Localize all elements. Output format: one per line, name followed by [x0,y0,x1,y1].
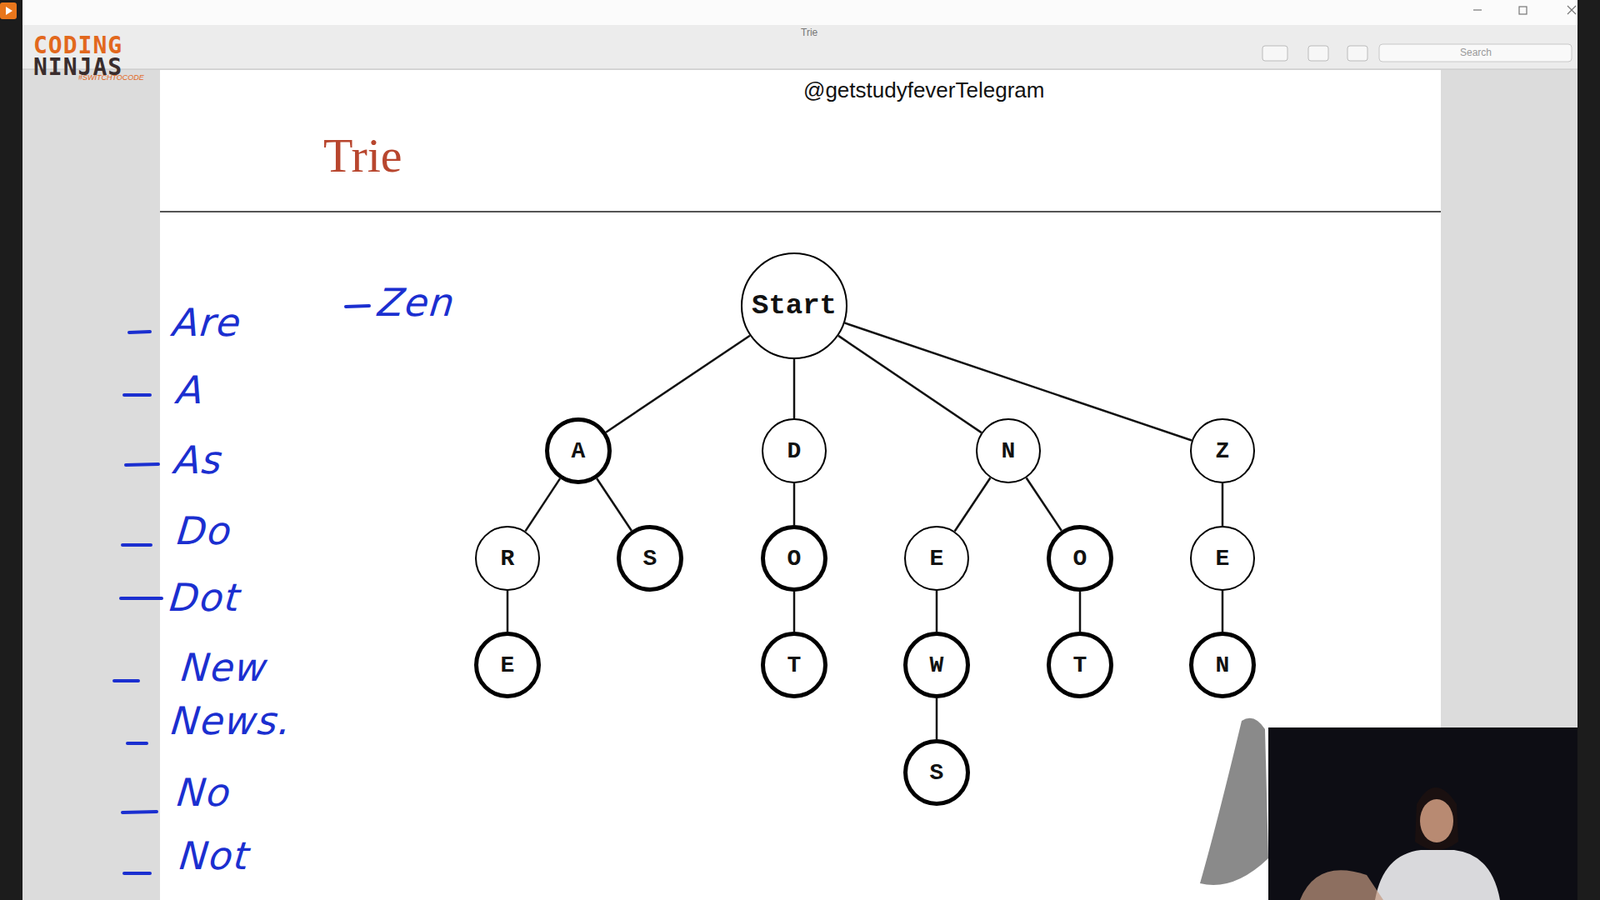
node-letter: D [787,438,802,465]
edge-line [955,477,991,531]
node-letter: A [571,438,586,465]
trie-edge [794,591,795,632]
node-letter: Start [751,290,837,322]
node-letter: N [1001,438,1016,465]
trie-node: E [474,631,541,699]
trie-node: E [1190,525,1255,591]
trie-edge [794,483,795,525]
presenter-video [1268,727,1578,900]
trie-node: Start [740,252,848,360]
trie-node: S [903,739,970,806]
toolbar-button [1347,45,1368,61]
edge-line [506,590,510,632]
trie-edge [1080,591,1081,632]
handwritten-word: Zen [375,281,457,325]
app-icon [0,2,17,20]
toolbar [22,25,1578,70]
edge-line [1079,591,1082,632]
node-letter: O [1073,545,1088,572]
trie-edge [605,335,750,433]
edge-line [793,359,796,419]
label-text: @getstudyfeverTelegram [803,78,1045,103]
trie-node: W [903,631,970,699]
trie-node: R [475,525,540,591]
trie-node: S [616,525,684,592]
edge-line [1221,483,1225,526]
handwritten-dashes [114,305,370,874]
toolbar-button [1262,45,1288,61]
trie-node: N [975,418,1041,484]
trie-edge [936,698,938,740]
trie-node: N [1189,631,1256,699]
edge-line [1221,590,1225,632]
edge-line [935,698,939,740]
app-area [22,25,1578,900]
pen-hand-blur [1200,718,1269,885]
node-letter: E [1215,545,1230,572]
edge-line [793,591,796,632]
node-letter: T [787,652,802,679]
node-letter: W [930,652,945,679]
node-letter: O [787,545,802,572]
trie-node: A [545,417,612,485]
node-letter: S [930,760,945,786]
trie-node: O [760,525,828,592]
trie-edge [596,478,632,530]
trie-edge [1222,590,1224,632]
slide-title: Trie [323,129,403,183]
trie-edge [955,477,991,531]
edge-line [596,478,632,530]
trie-edge [838,335,982,433]
trie-edge [936,590,938,632]
node-letter: T [1073,652,1088,679]
search-box [1379,44,1572,62]
trie-edge [1222,483,1224,526]
label-text: Search [1460,47,1492,59]
slide [160,70,1441,900]
edge-line [1026,477,1062,530]
node-letter: N [1215,652,1230,679]
trie-node: O [1046,525,1114,592]
edge-line [605,335,750,433]
trie-node: D [761,418,827,484]
handwritten-word: News. [169,700,294,743]
toolbar-border [22,69,1578,70]
trie-node: E [904,525,970,591]
minimize-icon [1473,9,1482,10]
trie-edge [507,590,509,632]
label-text: #SWITCHTOCODE [78,74,145,83]
node-letter: R [500,545,515,572]
restore-icon [1519,6,1527,15]
trie-edge [525,478,560,531]
title-bar [22,0,1578,25]
edge-line [935,590,939,632]
trie-edge [794,359,795,419]
handwritten-word: Are [170,301,244,345]
handwritten-word: As [172,439,225,482]
node-letter: E [500,652,515,679]
node-letter: S [643,545,658,572]
edge-line [838,335,982,433]
edge-line [525,478,560,531]
handwritten-word: No [175,771,234,815]
handwritten-word: A [175,369,207,412]
handwritten-word: Do [175,510,235,553]
handwritten-word: Not [177,835,252,878]
node-letter: E [930,545,945,572]
handwritten-word: New [179,646,270,690]
edge-line [793,483,796,525]
trie-node: Z [1190,418,1255,484]
trie-node: T [760,631,828,699]
slide-header-rule [160,210,1441,213]
node-letter: Z [1215,438,1230,465]
toolbar-button [1308,45,1329,61]
close-icon [1567,5,1576,15]
handwritten-word: Dot [167,576,243,620]
label-text: Trie [800,27,818,39]
app-icon-play [5,6,13,15]
trie-node: T [1046,631,1114,699]
trie-edge [1026,477,1062,530]
